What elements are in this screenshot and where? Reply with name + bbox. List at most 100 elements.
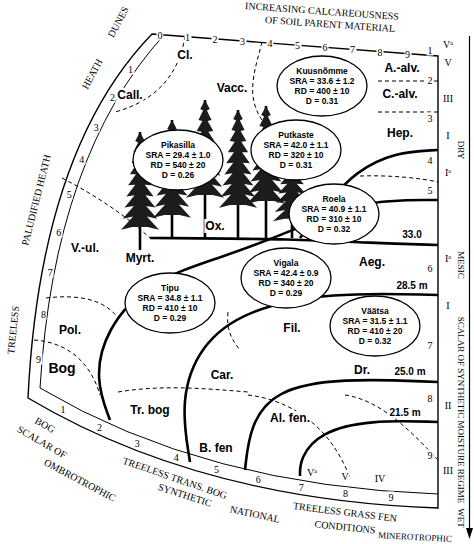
site-type-label: Hep.	[386, 126, 414, 140]
site-measure: RD = 540 ± 20	[145, 160, 210, 170]
scale-number: 2	[109, 91, 116, 102]
site-type-boundaries	[34, 36, 438, 478]
site-name: Roela	[301, 194, 366, 204]
scale-number: 6	[55, 226, 62, 237]
scale-number: 6	[255, 473, 262, 484]
site-type-label: Cl.	[176, 48, 193, 62]
site-measure: RD = 320 ± 10	[263, 150, 328, 160]
scale-number: 8	[342, 488, 349, 499]
axis-label: PALUDIFIED HEATH	[19, 152, 53, 247]
site-type-label: Tr. bog	[129, 403, 170, 417]
site-measure: RD = 340 ± 20	[253, 278, 318, 288]
scale-number: 7	[298, 481, 305, 492]
axis-label: I	[445, 300, 450, 311]
site-measure: D = 0.29	[137, 313, 202, 323]
ellipse-shape	[289, 184, 379, 244]
ellipse-shape	[125, 273, 215, 333]
scale-number: 5	[427, 185, 434, 196]
site-type-label: B. fen	[198, 441, 233, 455]
scale-number: 3	[134, 437, 141, 448]
site-type-label: Car.	[210, 368, 235, 382]
scale-number: 7	[349, 44, 356, 55]
scale-number: 4	[78, 154, 85, 165]
axis-label: TREELESS	[5, 304, 21, 355]
scale-number: 5	[294, 40, 301, 51]
site-ellipse: KuusnõmmeSRA = 33.6 ± 1.2RD = 400 ± 10D …	[276, 55, 368, 117]
site-type-label: Myrt.	[125, 251, 156, 265]
scale-number: 2	[212, 33, 219, 44]
scale-number: 5	[66, 189, 73, 200]
scale-number: 1	[127, 64, 134, 75]
axis-label: I	[445, 130, 450, 141]
boundary-line	[46, 297, 118, 318]
axis-label: V	[340, 471, 349, 482]
scale-number: 1	[60, 404, 67, 415]
ellipse-shape	[241, 248, 331, 308]
scale-number: 8	[427, 393, 434, 404]
site-measure: D = 0.31	[263, 160, 328, 170]
ellipse-shape	[277, 56, 367, 116]
axis-label: DRY	[456, 140, 466, 161]
axis-label: Vᵃ	[442, 39, 454, 50]
site-type-label: Pol.	[58, 323, 82, 337]
site-measure: RD = 310 ± 10	[301, 214, 366, 224]
site-measure: D = 0.32	[342, 336, 407, 346]
ellipse-shape	[251, 120, 341, 180]
site-name: Tipu	[137, 283, 202, 293]
axis-label: CONDITIONS	[313, 518, 377, 536]
site-index-height: 33.0	[401, 229, 422, 240]
site-measure: RD = 410 ± 20	[342, 326, 407, 336]
site-measure: RD = 410 ± 10	[137, 303, 202, 313]
scale-number: 8	[377, 46, 384, 57]
scale-number: 5	[213, 463, 220, 474]
axis-label: Vᵃ	[306, 467, 318, 478]
site-type-label: V.-ul.	[70, 241, 100, 255]
axis-label: MINEROTROPHIC	[377, 530, 453, 544]
site-ellipse: VigalaSRA = 42.4 ± 0.9RD = 340 ± 20D = 0…	[240, 247, 332, 309]
site-index-height: 25.0 m	[393, 366, 426, 377]
boundary-line	[115, 36, 185, 112]
axis-label: MESIC	[456, 250, 466, 280]
scale-number: 2	[427, 75, 434, 86]
ellipse-shape	[330, 296, 420, 356]
site-measure: SRA = 42.0 ± 1.1	[263, 140, 328, 150]
scale-number: 4	[173, 451, 180, 462]
axis-label: TREELESS GRASS FEN	[291, 500, 398, 524]
site-index-curve	[150, 238, 438, 245]
site-measure: D = 0.32	[301, 224, 366, 234]
site-type-label: Al. fen.	[269, 411, 311, 425]
site-type-label: Bog	[47, 360, 76, 376]
moisture-axis-arrow	[466, 36, 473, 539]
axis-label: DUNES	[105, 4, 131, 40]
site-measure: D = 0.29	[253, 288, 318, 298]
site-measure: SRA = 34.8 ± 1.1	[137, 293, 202, 303]
ellipse-shape	[133, 130, 223, 190]
site-index-curve	[300, 421, 438, 476]
boundary-line	[345, 395, 438, 460]
inner-scale-line	[40, 35, 438, 494]
site-ellipse: PikasillaSRA = 29.4 ± 1.0RD = 540 ± 20D …	[132, 129, 224, 191]
outer-frame	[28, 34, 438, 508]
site-measure: SRA = 40.9 ± 1.1	[301, 204, 366, 214]
site-name: Väätsa	[342, 306, 407, 316]
site-index-curve	[99, 200, 438, 420]
scale-number: 8	[40, 309, 47, 320]
site-index-curve	[245, 380, 438, 470]
boundary-line	[34, 340, 100, 395]
site-ellipse: TipuSRA = 34.8 ± 1.1RD = 410 ± 10D = 0.2…	[124, 272, 216, 334]
axis-label: III	[442, 93, 454, 104]
scale-number: 7	[47, 266, 54, 277]
scale-number: 9	[427, 450, 434, 461]
frame	[28, 34, 438, 508]
axis-label: IV	[374, 473, 387, 484]
axis-label: Iᵃ	[444, 253, 452, 264]
scale-number: 7	[427, 340, 434, 351]
site-measure: RD = 400 ± 10	[289, 86, 354, 96]
site-type-label: Vacc.	[216, 81, 249, 95]
site-type-label: Fil.	[282, 321, 301, 335]
site-ellipse: VäätsaSRA = 31.5 ± 1.1RD = 410 ± 20D = 0…	[329, 295, 421, 357]
scale-number: 4	[427, 155, 434, 166]
scale-number: 1	[184, 31, 191, 42]
site-ellipse: RoelaSRA = 40.9 ± 1.1RD = 310 ± 10D = 0.…	[288, 183, 380, 245]
boundary-line	[118, 388, 248, 392]
